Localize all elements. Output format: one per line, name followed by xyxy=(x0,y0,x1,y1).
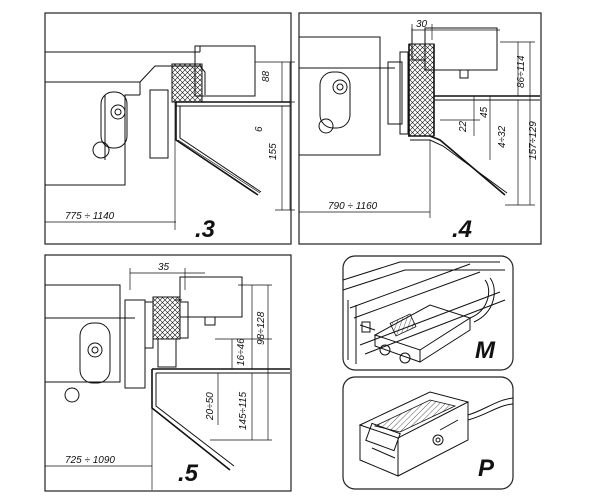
dim-range-5: 725 ÷ 1090 xyxy=(65,455,115,466)
dim-22: 22 xyxy=(458,120,469,133)
dim-20-50: 20÷50 xyxy=(205,392,216,421)
panel-3: 88 6 155 775 ÷ 1140 .3 xyxy=(44,12,295,245)
dim-88: 88 xyxy=(261,70,272,82)
inset-m: M xyxy=(342,255,514,371)
dim-45: 45 xyxy=(479,106,490,118)
dim-157-129: 157÷129 xyxy=(528,121,539,160)
dim-range-4: 790 ÷ 1160 xyxy=(328,201,378,212)
panel-label-5: .5 xyxy=(178,460,199,487)
dim-4-32: 4÷32 xyxy=(497,125,508,148)
dim-30: 30 xyxy=(416,19,428,30)
dim-98-128: 98÷128 xyxy=(256,311,267,345)
dim-86-114: 86÷114 xyxy=(516,55,527,88)
dim-145-115: 145÷115 xyxy=(238,391,249,430)
dim-16-46: 16÷46 xyxy=(236,338,247,366)
panel-4: 30 86÷114 157÷129 22 45 4÷32 790 ÷ 1160 … xyxy=(298,12,542,245)
dim-6: 6 xyxy=(254,126,265,132)
inset-label-m: M xyxy=(475,337,496,364)
panel-5: 35 98÷128 16÷46 20÷50 145÷115 725 ÷ 1090… xyxy=(44,254,292,492)
dim-155: 155 xyxy=(268,143,279,160)
dim-35: 35 xyxy=(158,262,170,273)
dim-range-3: 775 ÷ 1140 xyxy=(65,211,115,222)
panel-label-3: .3 xyxy=(195,216,216,243)
inset-label-p: P xyxy=(478,455,495,482)
panel-label-4: .4 xyxy=(452,216,472,243)
inset-p: P xyxy=(342,376,514,490)
